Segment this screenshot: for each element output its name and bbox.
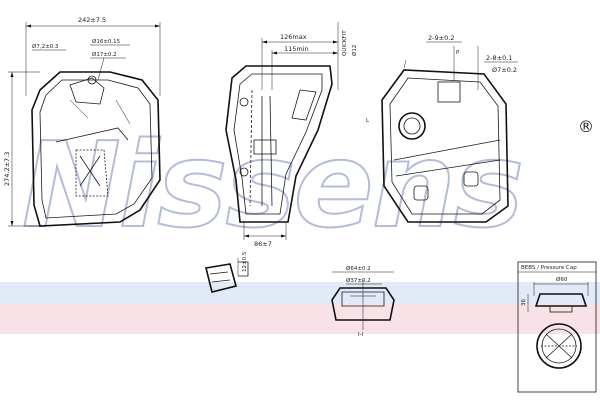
rear-port-dim: 2-9±0.2 xyxy=(428,34,454,42)
front-view: 242±7.5 274.2±7.3 Ø7,2±0.3 Ø16±0.15 Ø17±… xyxy=(3,16,161,227)
rear-tank-outline xyxy=(381,69,509,223)
neck-section-label: I-I xyxy=(358,332,364,338)
front-tank-outline xyxy=(31,71,161,227)
rear-label-l: L xyxy=(366,118,370,124)
front-width-dim: 242±7.5 xyxy=(78,16,106,24)
rear-port-label: P xyxy=(456,50,460,56)
light-blue-band xyxy=(0,282,600,304)
front-hole-1-dim: Ø16±0.15 xyxy=(92,38,121,45)
side-view: 126max 115min QUICKFIT Ø12 86±7 xyxy=(225,22,358,248)
rear-view: 2-9±0.2 P 2-8±0.1 Ø7±0.2 L xyxy=(366,34,518,223)
front-height-dim: 274.2±7.3 xyxy=(3,152,11,186)
front-hole-2-dim: Ø17±0.2 xyxy=(92,51,117,58)
quickfit-label: QUICKFIT xyxy=(342,30,348,56)
watermark-text: Nissens xyxy=(22,116,522,254)
side-max-dim: 126max xyxy=(280,33,307,41)
cap-title: BEBS / Pressure Cap xyxy=(521,265,577,271)
neck-outer-dim: Ø64±0.2 xyxy=(346,265,371,272)
cap-height-dim: 36 xyxy=(521,299,527,306)
neck-inner-dim: Ø37±0.2 xyxy=(346,277,371,284)
side-base-dim: 86±7 xyxy=(254,240,272,248)
registered-mark: ® xyxy=(578,117,594,136)
neck-detail: Ø64±0.2 Ø37±0.2 I-I xyxy=(331,265,395,338)
pink-band xyxy=(0,304,600,334)
cap-top-circle xyxy=(536,323,582,369)
front-hole-small-dim: Ø7,2±0.3 xyxy=(32,43,59,50)
cap-dia-dim: Ø60 xyxy=(556,276,568,283)
cap-frame xyxy=(517,261,597,393)
nissens-watermark: Nissens ® xyxy=(21,115,594,255)
side-min-dim: 115min xyxy=(284,45,309,53)
clip-dim: 12±0.5 xyxy=(242,251,248,272)
pressure-cap-detail: BEBS / Pressure Cap Ø60 36 xyxy=(517,261,597,393)
filler-neck-circle xyxy=(398,112,426,140)
quickfit-dia: Ø12 xyxy=(351,45,358,56)
rear-port-dim-2: 2-8±0.1 xyxy=(486,54,512,62)
rear-port-dia: Ø7±0.2 xyxy=(492,66,517,74)
clip-detail: 12±0.5 xyxy=(205,251,249,293)
side-tank-outline xyxy=(225,65,333,223)
